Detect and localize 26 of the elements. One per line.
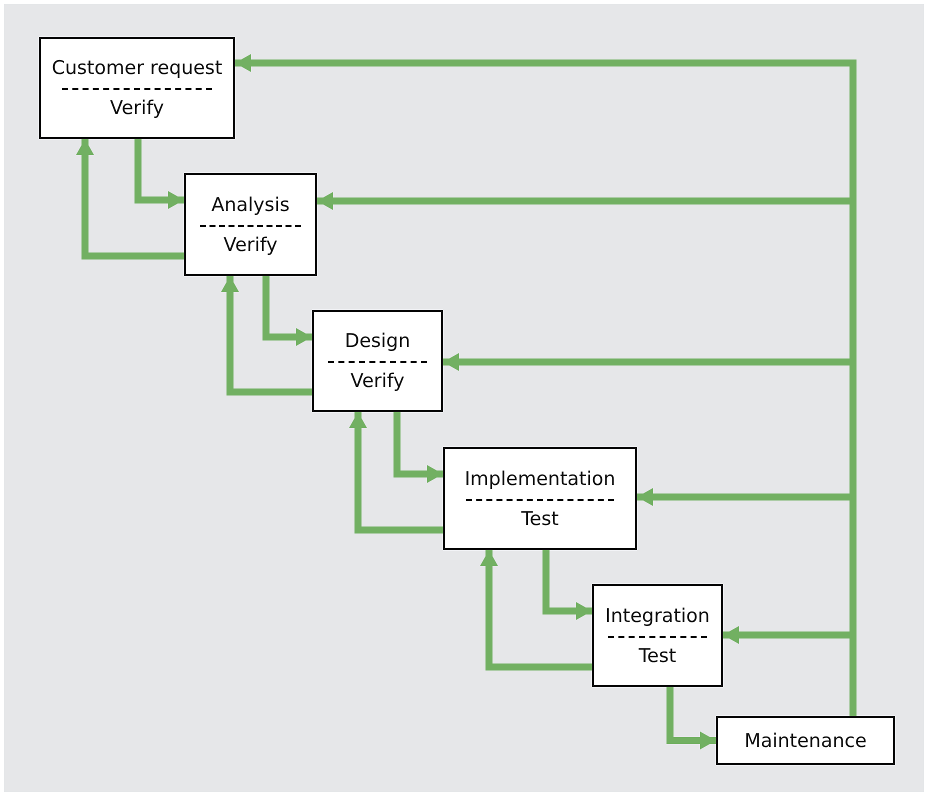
check-label: Verify <box>224 232 278 256</box>
stage-box <box>716 716 895 765</box>
arrow <box>480 550 592 670</box>
stage-box <box>312 310 443 412</box>
arrow <box>134 139 184 209</box>
stage-label: Design <box>344 329 410 353</box>
stage-label: Integration <box>605 604 710 628</box>
check-label: Verify <box>110 96 164 120</box>
stage-box <box>443 447 637 550</box>
arrow <box>262 276 312 346</box>
stage-label: Maintenance <box>744 728 867 752</box>
stage-box <box>184 173 317 276</box>
stage-box <box>592 584 723 687</box>
arrow <box>542 550 592 620</box>
arrow <box>394 412 443 483</box>
check-label: Verify <box>350 369 404 393</box>
arrow <box>76 139 184 260</box>
stage-label: Customer request <box>52 56 222 80</box>
stage-label: Analysis <box>211 192 290 216</box>
check-label: Test <box>521 506 559 530</box>
arrow <box>349 412 443 534</box>
arrow <box>221 276 312 396</box>
stage-box <box>39 37 235 139</box>
check-label: Test <box>638 644 676 668</box>
stage-label: Implementation <box>464 466 616 490</box>
arrow <box>666 687 716 750</box>
